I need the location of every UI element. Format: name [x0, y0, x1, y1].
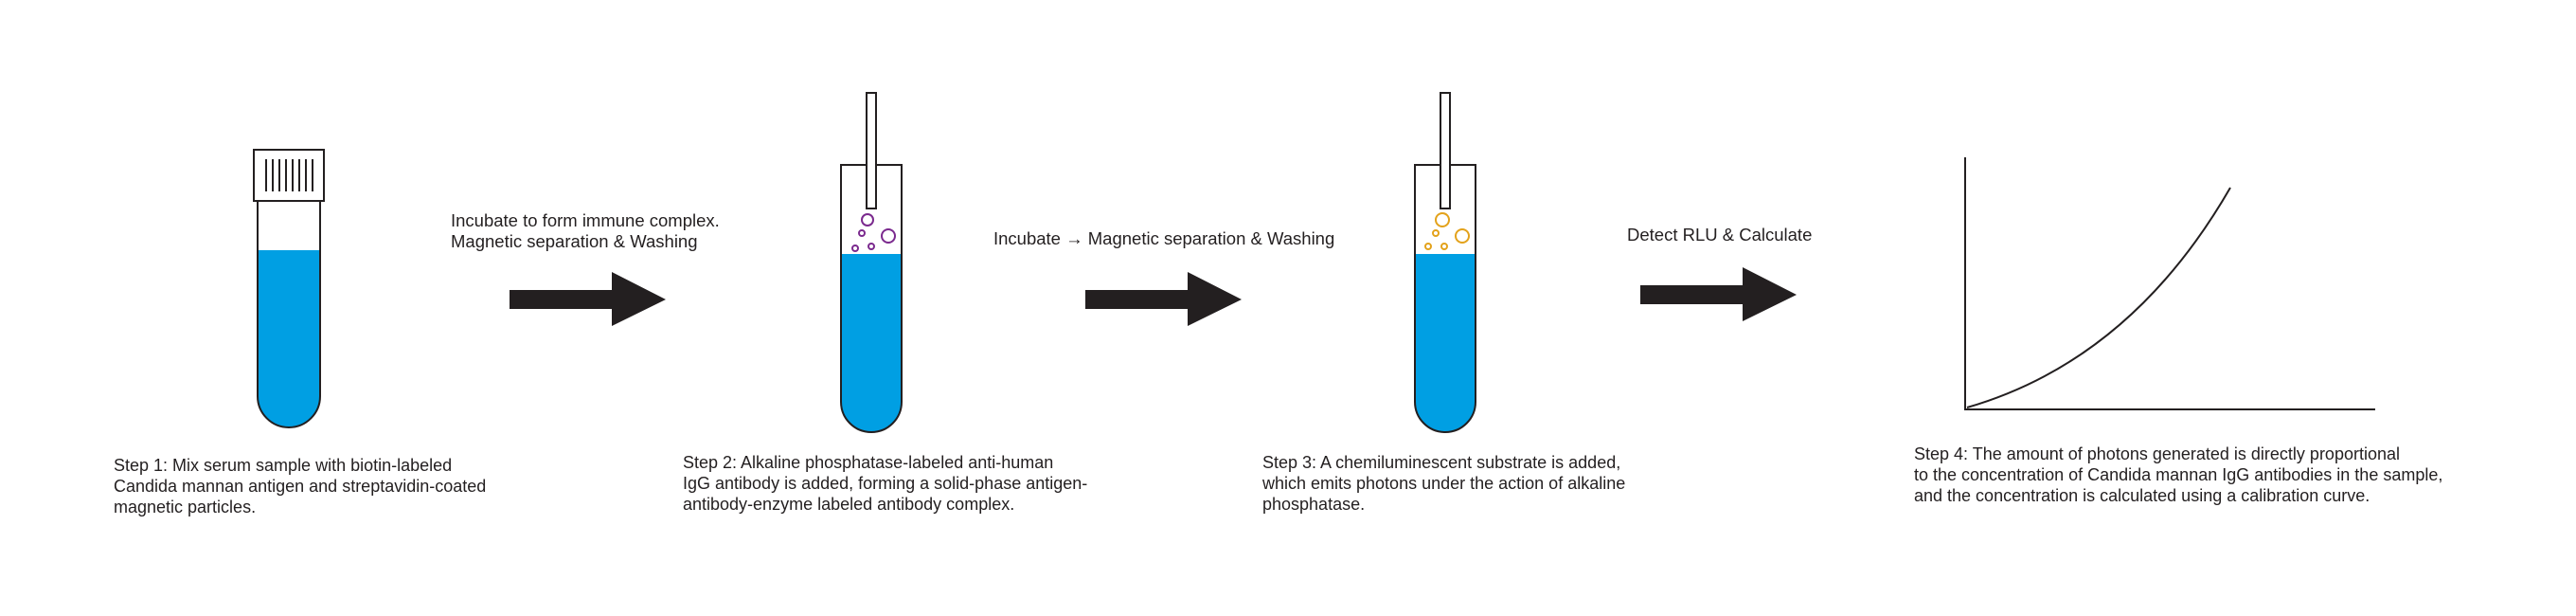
calibration-curve: [1966, 187, 2231, 408]
arrow-right-2: [1085, 272, 1242, 326]
step-1-caption: Step 1: Mix serum sample with biotin-lab…: [114, 456, 487, 516]
step-4-caption: Step 4: The amount of photons generated …: [1914, 444, 2443, 505]
calibration-curve-plot: [1964, 157, 2375, 410]
liquid-fill: [1415, 254, 1476, 432]
step-3-caption: Step 3: A chemiluminescent substrate is …: [1262, 453, 1626, 514]
liquid-fill: [258, 250, 320, 427]
transition-label-2: Incubate → Magnetic separation & Washing: [993, 228, 1335, 248]
enzyme-bubbles: [851, 213, 896, 252]
transition-label-1: Incubate to form immune complex. Magneti…: [451, 210, 720, 251]
photon-bubbles: [1424, 212, 1470, 250]
transition-label-3: Detect RLU & Calculate: [1627, 225, 1813, 245]
tube-cap: [253, 149, 325, 202]
tube-outline: [257, 201, 321, 428]
test-tube-step-3: [1414, 92, 1476, 433]
tube-outline: [840, 164, 903, 433]
tube-outline: [1414, 164, 1476, 433]
step-2-caption: Step 2: Alkaline phosphatase-labeled ant…: [683, 453, 1088, 514]
test-tube-step-1: [253, 149, 325, 428]
arrow-right-1: [510, 272, 666, 326]
pipette-rod: [1440, 92, 1451, 209]
liquid-fill: [841, 254, 902, 432]
pipette-rod: [866, 92, 877, 209]
test-tube-step-2: [840, 92, 903, 433]
arrow-right-3: [1640, 267, 1797, 321]
